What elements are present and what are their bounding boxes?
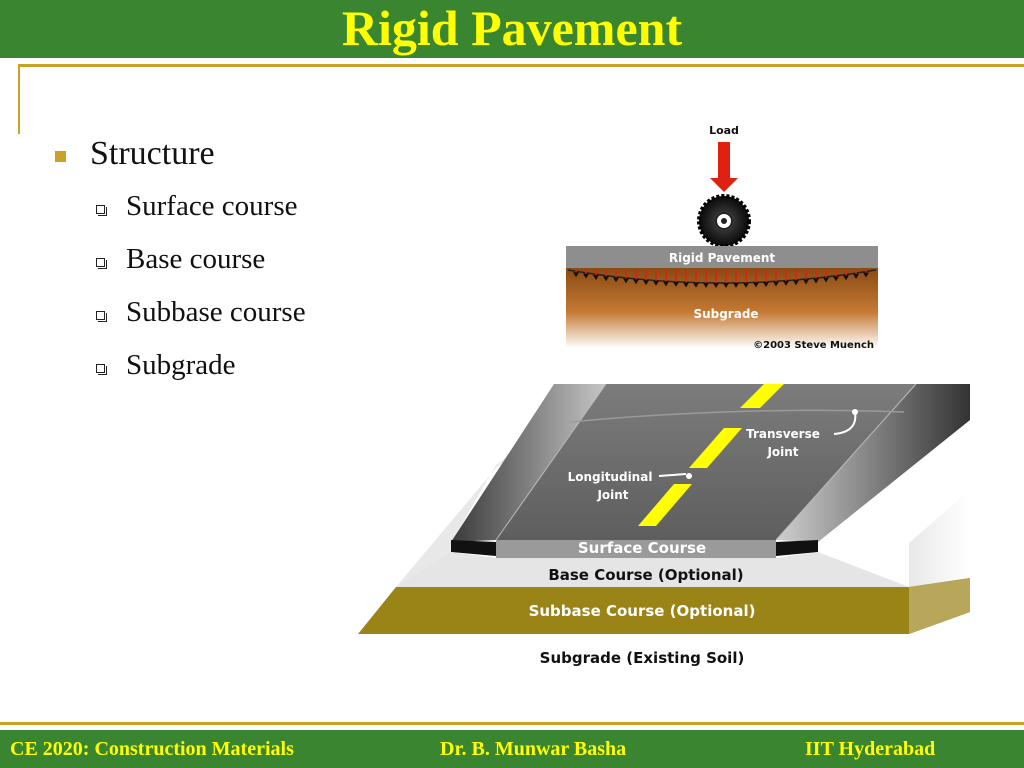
sub-bullet-base: Base course — [52, 231, 392, 284]
rigid-slab — [566, 246, 878, 268]
sub-bullet-text: Surface course — [126, 190, 298, 222]
surface-course-label: Surface Course — [578, 539, 706, 557]
base-course — [396, 552, 909, 587]
footer-instructor: Dr. B. Munwar Basha — [440, 738, 627, 760]
bullet-list: Structure Surface course Base course Sub… — [52, 132, 392, 390]
transverse-joint-line — [570, 409, 905, 423]
checkbox-bullet-icon — [96, 258, 107, 269]
transverse-label-1: Transverse — [746, 427, 820, 441]
bullet-text: Structure — [90, 135, 215, 172]
left-accent-rule — [18, 64, 20, 134]
checkbox-bullet-icon — [96, 205, 107, 216]
subbase-course-label: Subbase Course (Optional) — [529, 602, 756, 620]
footer-institute: IIT Hyderabad — [805, 738, 936, 760]
checkbox-bullet-icon — [96, 364, 107, 375]
subbase-course — [358, 578, 970, 634]
pavement-layers-diagram: Transverse Joint Longitudinal Joint Surf… — [358, 383, 970, 667]
surface-course — [496, 540, 776, 558]
footer-bar — [0, 730, 1024, 768]
bullet-structure: Structure — [52, 132, 392, 178]
credit-text: ©2003 Steve Muench — [753, 340, 874, 351]
sub-bullet-subbase: Subbase course — [52, 284, 392, 337]
transverse-label-2: Joint — [766, 445, 798, 459]
tire-icon — [697, 194, 751, 248]
subgrade-label: Subgrade — [693, 307, 758, 321]
pressure-arrows — [573, 269, 869, 288]
longitudinal-label-2: Joint — [596, 488, 628, 502]
base-course-label: Base Course (Optional) — [548, 566, 743, 584]
title-underline — [18, 64, 1024, 67]
checkbox-bullet-icon — [96, 311, 107, 322]
longitudinal-label-1: Longitudinal — [568, 470, 653, 484]
left-edge-strip — [451, 540, 496, 556]
right-shoulder — [776, 384, 970, 542]
right-edge-strip — [776, 540, 818, 556]
sub-bullet-text: Subgrade — [126, 349, 236, 381]
sub-bullet-subgrade: Subgrade — [52, 337, 392, 390]
slab-label: Rigid Pavement — [669, 251, 776, 265]
slide-title: Rigid Pavement — [341, 0, 683, 56]
sub-bullet-text: Base course — [126, 243, 266, 275]
load-label: Load — [709, 124, 739, 137]
subgrade-course-label: Subgrade (Existing Soil) — [540, 649, 745, 667]
center-line-dashes — [638, 384, 784, 526]
load-arrow-icon — [710, 142, 738, 192]
footer-course: CE 2020: Construction Materials — [10, 738, 294, 760]
sub-bullet-surface: Surface course — [52, 178, 392, 231]
title-bar — [0, 0, 1024, 58]
bullet-square-icon — [55, 151, 66, 162]
sub-bullet-text: Subbase course — [126, 296, 306, 328]
left-shoulder — [451, 384, 606, 542]
load-distribution-diagram: Load Rigid Pavement Subgrade ©2003 Steve… — [566, 124, 878, 351]
footer-rule — [0, 722, 1024, 725]
